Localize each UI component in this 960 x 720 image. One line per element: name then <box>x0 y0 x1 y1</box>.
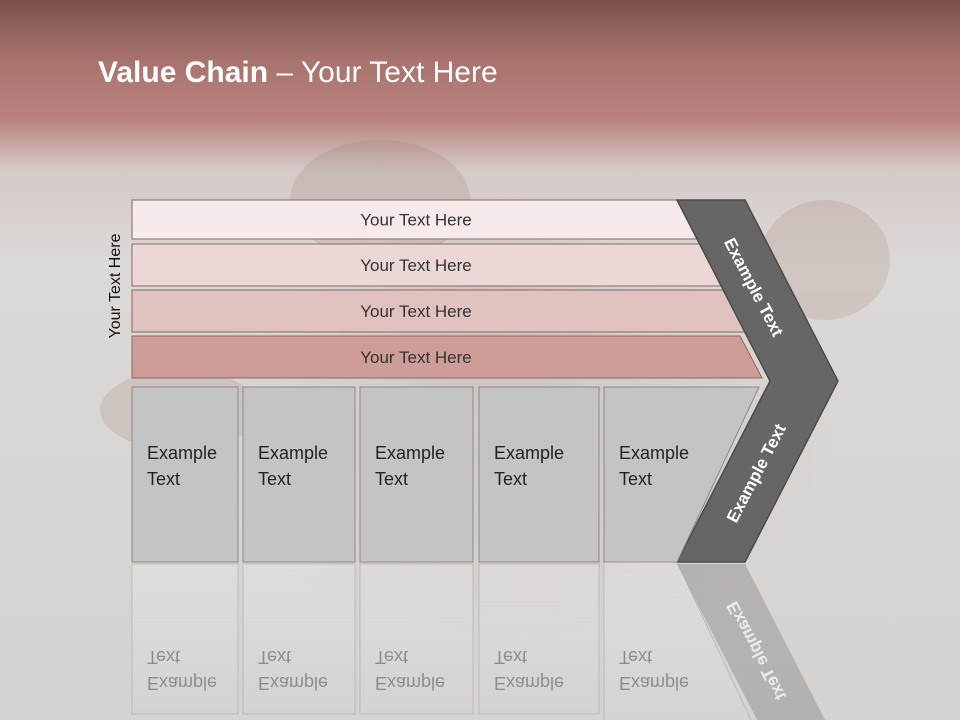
activity-box-2-line1: Example <box>258 443 328 463</box>
chevron-arrow <box>675 199 839 563</box>
slide-title-bold: Value Chain <box>98 56 269 89</box>
activity-box-1-line1-reflection: Example <box>147 673 217 693</box>
band-3-label: Your Text Here <box>360 302 472 321</box>
activity-box-3-reflection <box>359 563 474 715</box>
band-4-label: Your Text Here <box>360 348 472 367</box>
activity-box-3-line1: Example <box>375 443 445 463</box>
activity-box-4-line1: Example <box>494 443 564 463</box>
activity-box-3-line2-reflection: Text <box>375 647 408 667</box>
activity-box-4-line2: Text <box>494 469 527 489</box>
activity-box-4-line1-reflection: Example <box>494 673 564 693</box>
activity-box-4 <box>478 386 600 563</box>
activity-box-1-line2: Text <box>147 469 180 489</box>
slide-title-rest: – Your Text Here <box>268 56 498 89</box>
activity-box-4-reflection <box>478 563 600 715</box>
activity-box-5-line2-reflection: Text <box>619 647 652 667</box>
activity-box-5-line2: Text <box>619 469 652 489</box>
activity-box-3-line2: Text <box>375 469 408 489</box>
activity-box-1-line2-reflection: Text <box>147 647 180 667</box>
band-2-label: Your Text Here <box>360 256 472 275</box>
activity-box-1-reflection <box>131 563 239 715</box>
activity-box-2-reflection <box>242 563 356 715</box>
activity-box-3 <box>359 386 474 563</box>
slide-title: Value Chain – Your Text Here <box>98 56 498 90</box>
activity-box-2-line2-reflection: Text <box>258 647 291 667</box>
band-4 <box>131 335 763 379</box>
activity-box-3-line1-reflection: Example <box>375 673 445 693</box>
activity-box-2-line2: Text <box>258 469 291 489</box>
activity-box-2 <box>242 386 356 563</box>
activity-box-2-line1-reflection: Example <box>258 673 328 693</box>
activity-box-1-line1: Example <box>147 443 217 463</box>
activity-box-5-line1-reflection: Example <box>619 673 689 693</box>
activity-box-4-line2-reflection: Text <box>494 647 527 667</box>
band-1-label: Your Text Here <box>360 211 472 230</box>
activity-box-1 <box>131 386 239 563</box>
chevron-arrow-reflection <box>677 564 826 720</box>
activity-box-5-line1: Example <box>619 443 689 463</box>
activity-box-5-reflection <box>603 561 752 720</box>
